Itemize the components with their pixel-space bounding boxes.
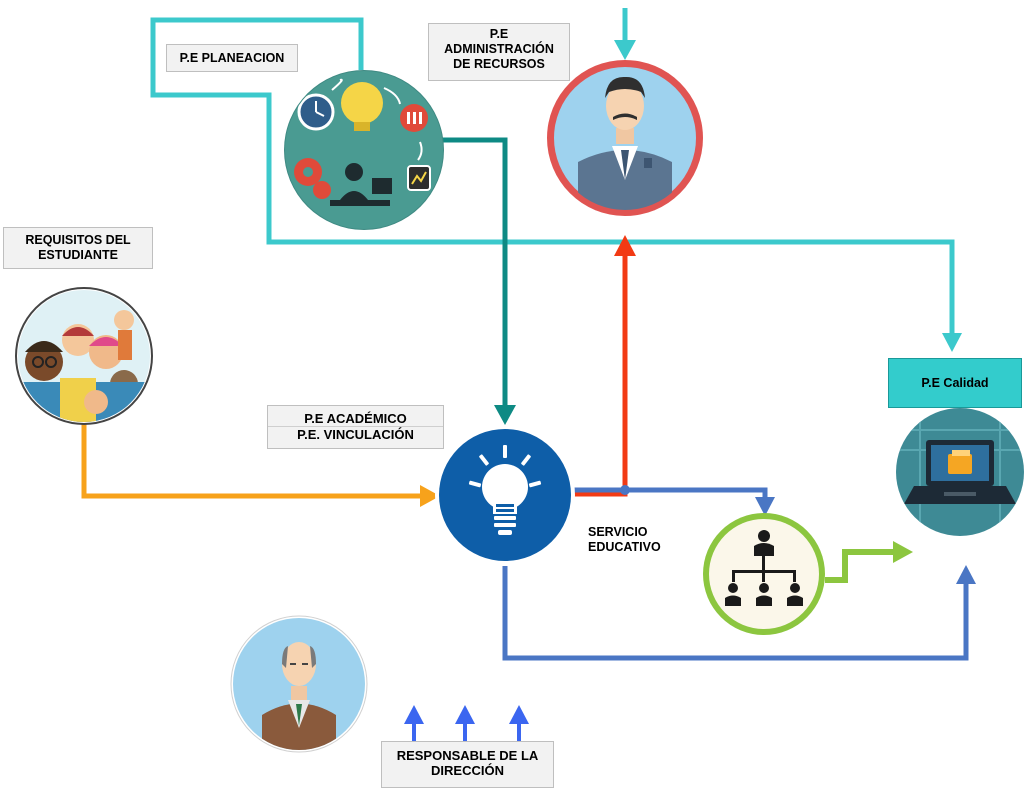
laptop-folder-icon — [892, 404, 1025, 540]
orange-arrowhead-academic — [420, 485, 440, 507]
teal-arrowhead-academic — [494, 405, 516, 425]
responsable-label-line1: RESPONSABLE DE LA — [396, 748, 539, 763]
students-group-icon — [15, 287, 153, 425]
junction-dot — [620, 485, 630, 495]
servicio-label: SERVICIO EDUCATIVO — [582, 522, 704, 562]
red-flow-connector — [567, 252, 628, 497]
director-avatar-icon — [230, 615, 368, 753]
administracion-label: P.E ADMINISTRACIÓN DE RECURSOS — [428, 23, 570, 81]
planeacion-label: P.E PLANEACION — [166, 44, 298, 72]
requisitos-label-line2: ESTUDIANTE — [38, 248, 118, 262]
calidad-label-text: P.E Calidad — [921, 376, 989, 390]
requisitos-label: REQUISITOS DEL ESTUDIANTE — [3, 227, 153, 269]
blue-arrowhead-servicio — [755, 497, 775, 516]
servicio-label-line1: SERVICIO — [588, 525, 648, 539]
servicio-label-line2: EDUCATIVO — [588, 540, 661, 554]
academico-label-line2: P.E. VINCULACIÓN — [297, 427, 414, 442]
blue-flow-connector-calidad — [502, 566, 969, 661]
orange-flow-connector — [81, 420, 424, 499]
teal-flow-connector — [440, 137, 508, 408]
responsable-label: RESPONSABLE DE LA DIRECCIÓN — [381, 741, 554, 788]
calidad-label: P.E Calidad — [888, 358, 1022, 408]
academico-label: P.E ACADÉMICO P.E. VINCULACIÓN — [267, 405, 444, 449]
responsable-label-line2: DIRECCIÓN — [431, 763, 504, 778]
manager-avatar-icon — [547, 60, 703, 216]
green-flow-connector — [825, 549, 897, 583]
academico-label-line1: P.E ACADÉMICO — [268, 411, 443, 427]
green-arrowhead-calidad — [893, 541, 913, 563]
cyan-input-arrowhead — [614, 40, 636, 60]
planning-cycle-icon — [284, 70, 444, 230]
cyan-flow-connector — [150, 17, 955, 335]
administracion-label-line1: P.E — [489, 27, 509, 41]
up-arrows-responsable — [404, 705, 529, 745]
administracion-label-line3: DE RECURSOS — [453, 57, 545, 71]
org-chart-icon — [703, 513, 825, 635]
blue-arrowhead-calidad — [956, 565, 976, 584]
administracion-label-line2: ADMINISTRACIÓN — [444, 42, 554, 56]
red-arrowhead-admin — [614, 235, 636, 256]
planeacion-label-text: P.E PLANEACION — [179, 51, 285, 65]
requisitos-label-line1: REQUISITOS DEL — [25, 233, 131, 247]
lightbulb-icon — [435, 425, 575, 565]
cyan-arrowhead-calidad — [942, 333, 962, 352]
